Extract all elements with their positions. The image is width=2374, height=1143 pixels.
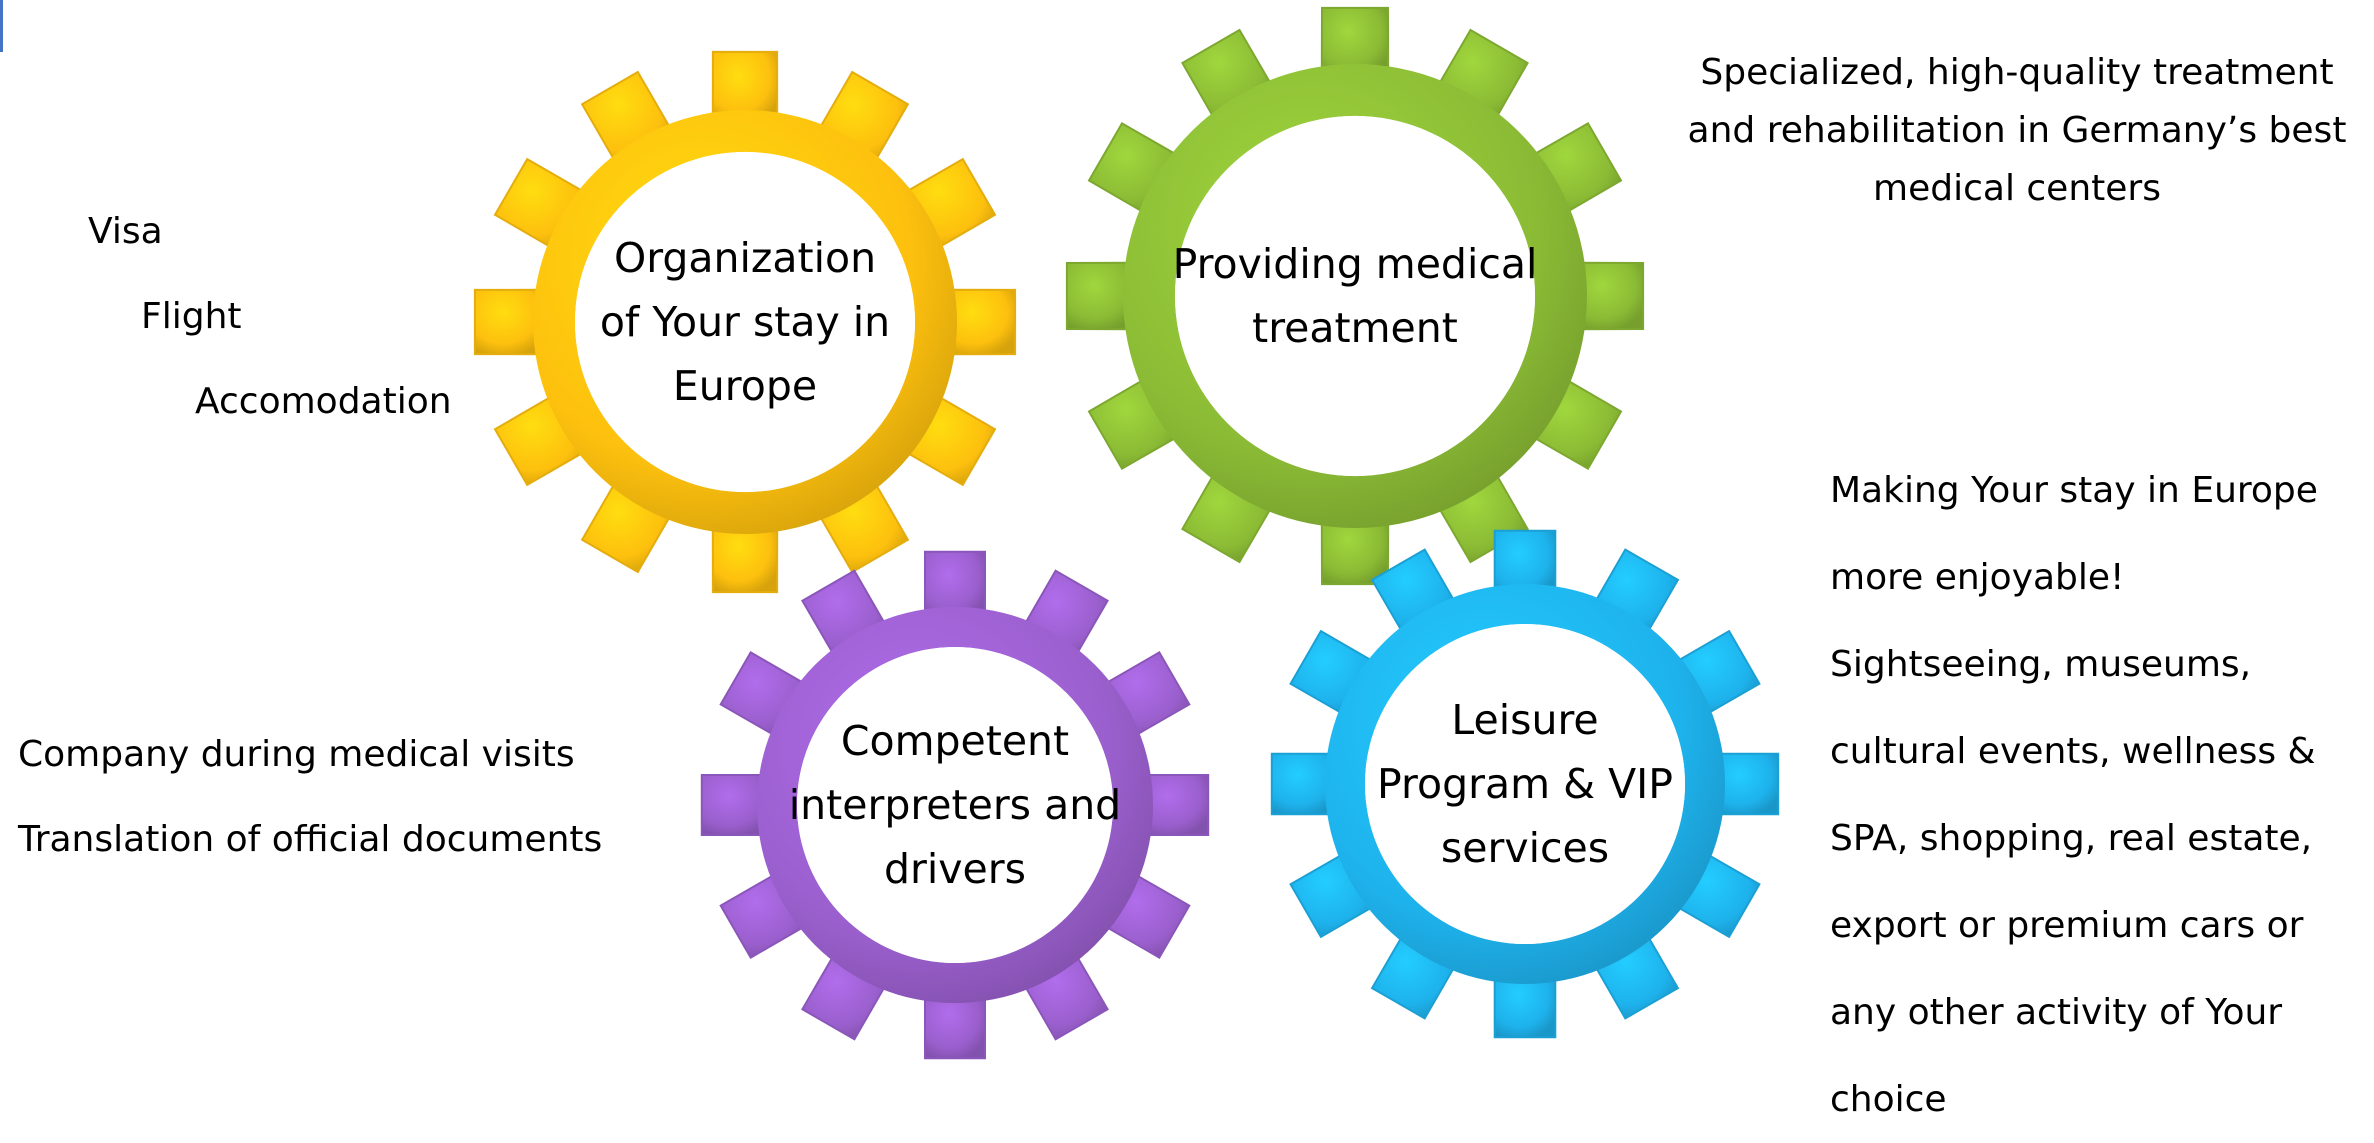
description-line: cultural events, wellness & — [1830, 731, 2316, 772]
description-line: more enjoyable! — [1830, 557, 2125, 598]
gear-center — [1365, 624, 1685, 944]
medical-description: Specialized, high-quality treatment and … — [1657, 44, 2374, 218]
description-line: any other activity of Your — [1830, 992, 2283, 1033]
gears-diagram — [473, 6, 1780, 1060]
description-line: Making Your stay in Europe — [1830, 470, 2318, 511]
gear-label-line: Providing medical — [1172, 240, 1538, 288]
slide-edge-line — [0, 0, 3, 52]
gear-center — [797, 647, 1113, 963]
gear-label-line: drivers — [884, 845, 1026, 893]
organization-item-accomodation: Accomodation — [195, 381, 452, 422]
gear-label-line: treatment — [1252, 304, 1458, 352]
gear-center — [575, 152, 915, 492]
gear-leisure — [1270, 529, 1780, 1039]
description-line: export or premium cars or — [1830, 905, 2304, 946]
description-line: and rehabilitation in Germany’s best — [1687, 110, 2347, 151]
description-line: medical centers — [1873, 168, 2161, 209]
description-line: choice — [1830, 1079, 1947, 1120]
gear-label-line: Program & VIP — [1377, 760, 1673, 808]
gear-label-medical: Providing medical treatment — [1173, 232, 1538, 360]
interpreter-items: Company during medical visits Translatio… — [18, 712, 602, 882]
interpreter-item: Translation of official documents — [18, 819, 603, 860]
gear-organization — [473, 50, 1017, 594]
gear-center — [1175, 116, 1535, 476]
organization-item-flight: Flight — [141, 296, 242, 337]
interpreter-item: Company during medical visits — [18, 734, 575, 775]
gear-label-line: interpreters and — [788, 781, 1122, 829]
gear-label-line: Europe — [672, 362, 818, 410]
organization-item-visa: Visa — [88, 211, 163, 252]
description-line: SPA, shopping, real estate, — [1830, 818, 2313, 859]
gear-interpreters — [700, 550, 1210, 1060]
gear-label-leisure: Leisure Program & VIP services — [1377, 688, 1673, 880]
gear-label-line: Competent — [840, 717, 1070, 765]
gear-label-line: services — [1440, 824, 1610, 872]
gear-label-line: of Your stay in — [599, 298, 891, 346]
gear-label-interpreters: Competent interpreters and drivers — [789, 709, 1121, 901]
description-line: Sightseeing, museums, — [1830, 644, 2252, 685]
description-line: Specialized, high-quality treatment — [1700, 52, 2334, 93]
gear-label-line: Organization — [613, 234, 877, 282]
gear-label-organization: Organization of Your stay in Europe — [600, 226, 890, 418]
leisure-description: Making Your stay in Europe more enjoyabl… — [1830, 447, 2318, 1143]
gear-label-line: Leisure — [1451, 696, 1599, 744]
